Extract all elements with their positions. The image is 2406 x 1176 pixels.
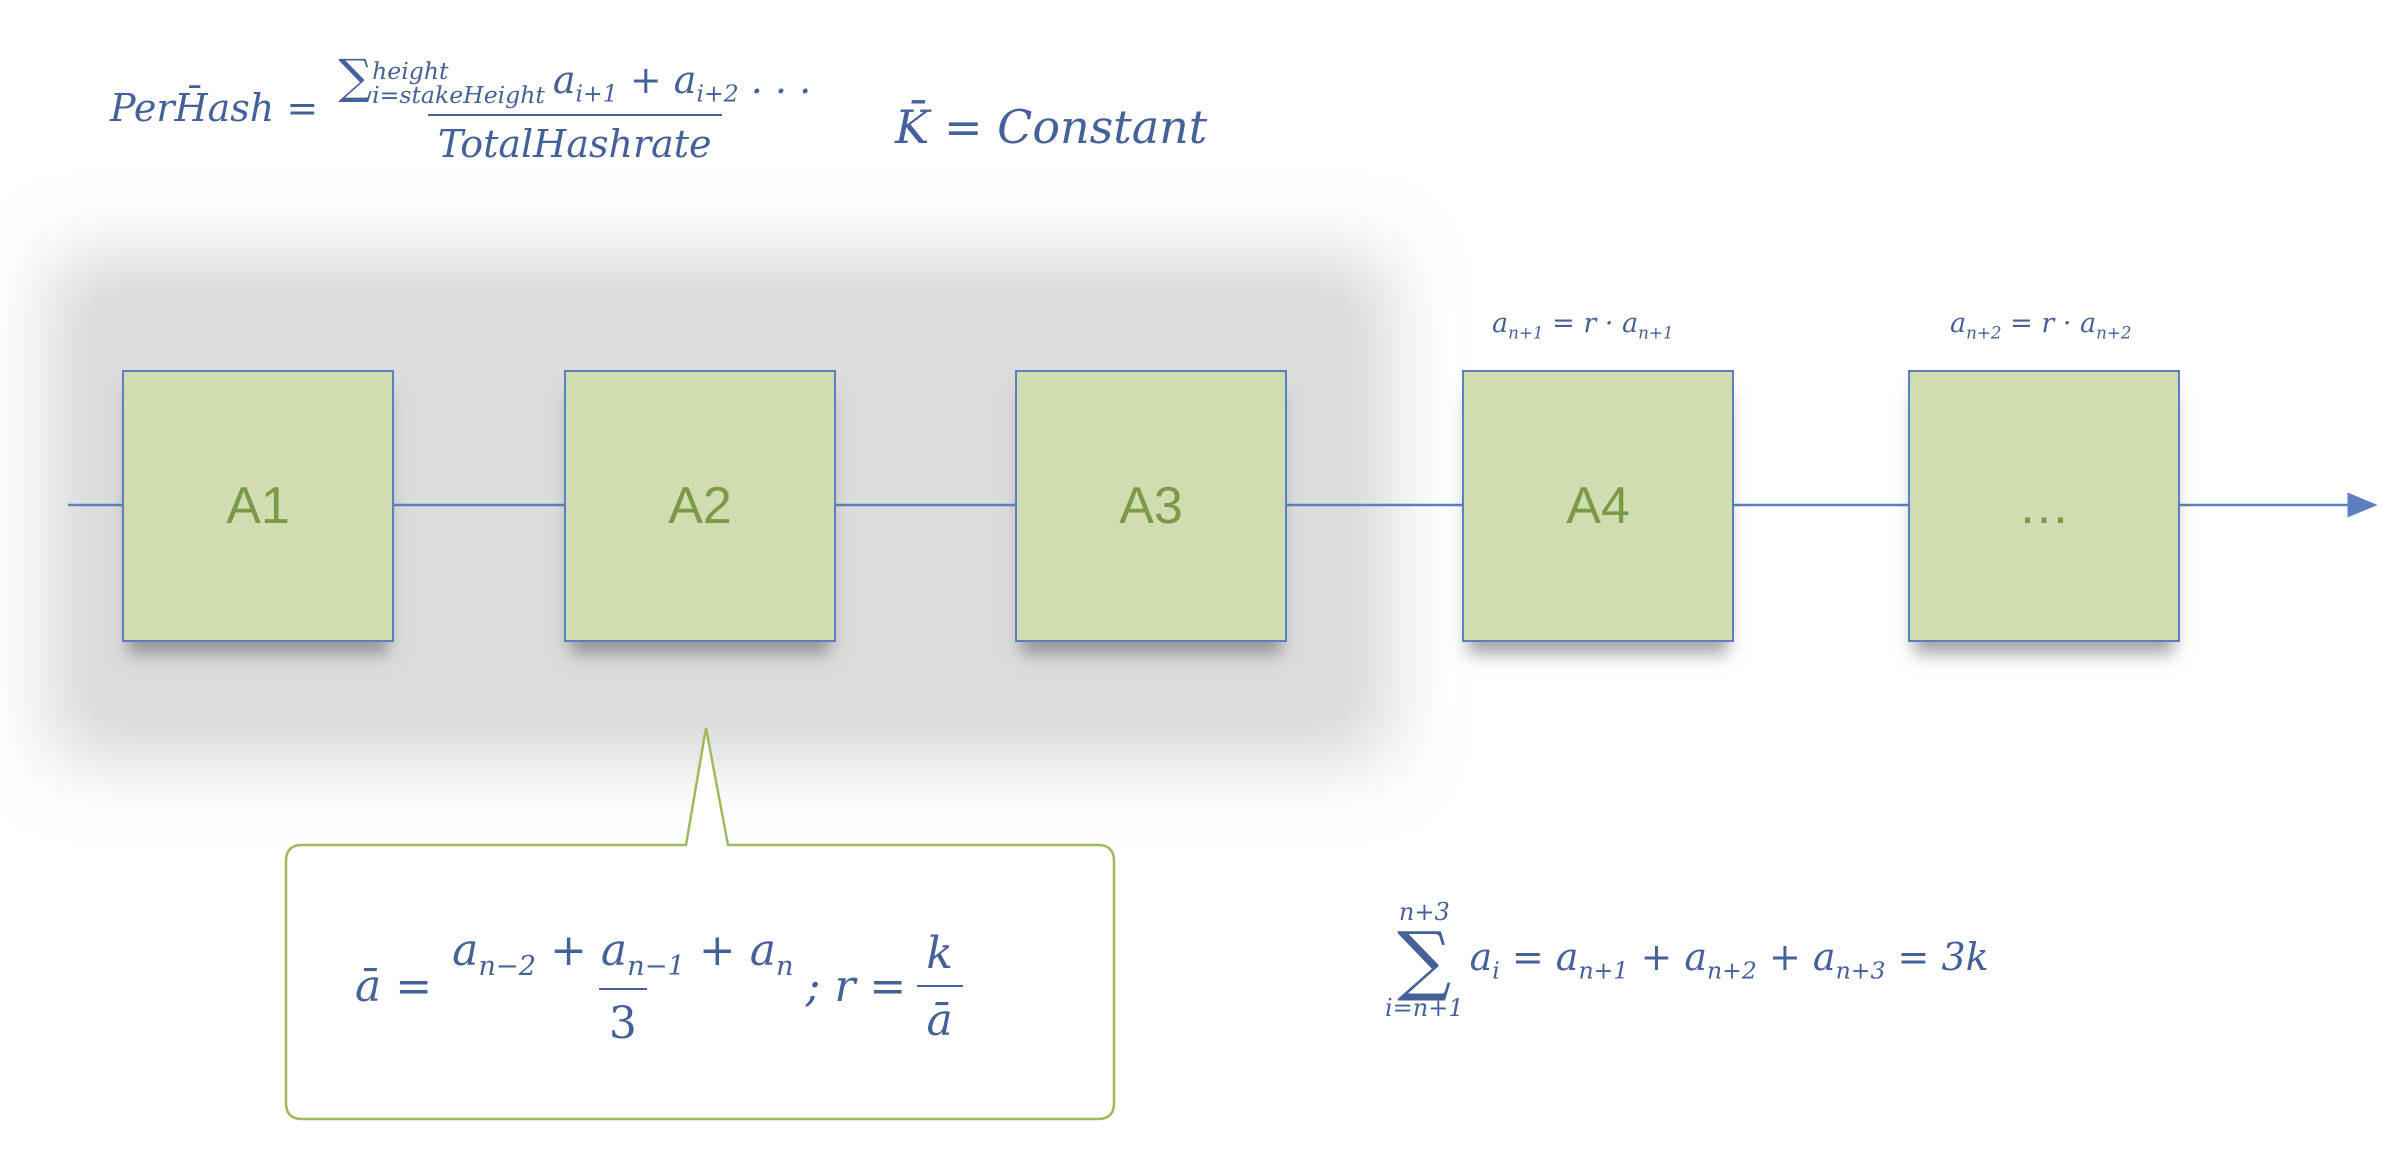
term-sub: i: [1492, 956, 1500, 985]
summation-formula: n+3 ∑ i=n+1 ai = an+1 + an+2 + an+3 = 3k: [1385, 900, 1989, 1020]
term-a: a: [1492, 308, 1509, 339]
term-a: a: [452, 925, 479, 976]
term-sub: i+1: [575, 79, 618, 108]
big-sum-lower: i=n+1: [1385, 994, 1464, 1023]
term-sub: n−2: [478, 950, 537, 982]
term-sub: n+2: [1966, 322, 2002, 343]
term-a: = a: [1499, 935, 1579, 980]
sum-lower-limit: i=stakeHeight: [372, 80, 545, 109]
average-formula: ā = an−2 + an−1 + an 3 ; r = k ā: [355, 925, 973, 1049]
k-constant-formula: K̄ = Constant: [895, 100, 1208, 154]
average-fraction: an−2 + an−1 + an 3: [442, 925, 803, 1049]
perhash-lhs: PerH̄ash =: [110, 85, 319, 130]
term-sub: n+1: [1578, 956, 1629, 985]
term-a: + a: [684, 925, 777, 976]
term-a: + a: [1756, 935, 1836, 980]
block-a4[interactable]: A4: [1462, 370, 1734, 642]
term-sub: n+3: [1835, 956, 1886, 985]
term-a: a: [552, 58, 576, 102]
block-ellipsis[interactable]: …: [1908, 370, 2180, 642]
abar-lhs: ā =: [355, 961, 433, 1013]
average-denominator: 3: [598, 987, 647, 1049]
term-a: + a: [1628, 935, 1708, 980]
block-a1[interactable]: A1: [122, 370, 394, 642]
term-sub: n+1: [1508, 322, 1544, 343]
r-fraction: k ā: [916, 928, 963, 1046]
term-sub: n+2: [1707, 956, 1757, 985]
block-a2[interactable]: A2: [564, 370, 836, 642]
sum-upper-limit: height: [372, 56, 449, 85]
term-a: a: [1469, 935, 1493, 980]
ellipsis-block-formula: an+2 = r · an+2: [1950, 308, 2132, 342]
term-sub: i+2: [696, 79, 739, 108]
a4-formula: an+1 = r · an+1: [1492, 308, 1674, 342]
term-sub: n: [776, 950, 794, 982]
r-denominator: ā: [916, 984, 963, 1046]
term-eq: = r · a: [2001, 308, 2097, 339]
callout-outline: [284, 727, 1116, 1121]
term-a: + a: [536, 925, 628, 976]
term-sub: n−1: [627, 950, 685, 982]
r-numerator: k: [926, 927, 953, 979]
term-eq: = r · a: [1543, 308, 1639, 339]
term-plus: + a: [617, 58, 697, 102]
r-lhs: ; r =: [805, 961, 907, 1013]
big-sum-symbol: ∑: [1397, 915, 1452, 1004]
term-result: = 3k: [1885, 935, 1989, 980]
term-a: a: [1950, 308, 1967, 339]
term-sub: n+2: [2096, 322, 2132, 343]
perhash-denominator: TotalHashrate: [427, 113, 722, 166]
big-sum: n+3 ∑ i=n+1: [1385, 900, 1464, 1020]
term-ellipsis: . . .: [738, 58, 812, 102]
average-numerator: an−2 + an−1 + an: [442, 925, 803, 988]
term-sub: n+1: [1638, 322, 1674, 343]
sum-symbol: ∑: [338, 50, 373, 105]
big-sum-upper: n+3: [1398, 898, 1450, 926]
summation-terms: ai = an+1 + an+2 + an+3 = 3k: [1470, 935, 1989, 985]
block-a3[interactable]: A3: [1015, 370, 1287, 642]
